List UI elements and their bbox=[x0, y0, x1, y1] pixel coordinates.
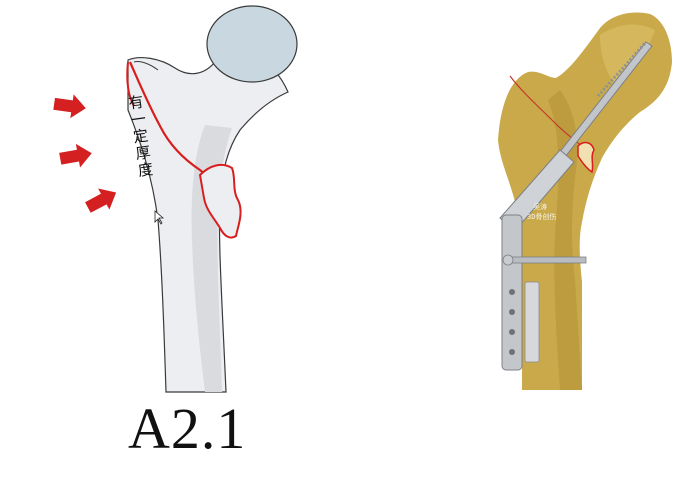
bone-shading bbox=[191, 125, 232, 392]
watermark-line-1: 吴涛 bbox=[533, 203, 547, 211]
specimen-fracture-fragment bbox=[577, 141, 595, 174]
plate-hole bbox=[509, 309, 515, 315]
cortical-screw bbox=[502, 254, 587, 266]
arrow-icon bbox=[59, 143, 92, 168]
specimen-bone bbox=[498, 12, 672, 390]
specimen-highlight bbox=[600, 24, 655, 87]
specimen-shadow bbox=[548, 90, 582, 390]
trochanter-tip bbox=[133, 61, 159, 71]
watermark-line-2: 3D骨创伤 bbox=[527, 213, 557, 221]
plate-strip bbox=[524, 281, 540, 363]
fracture-line-lateral bbox=[126, 61, 135, 107]
fracture-line-lesser bbox=[198, 163, 242, 239]
plate-hole bbox=[509, 289, 515, 295]
specimen-fracture-line bbox=[509, 75, 587, 151]
plate-hole bbox=[509, 349, 515, 355]
femoral-head bbox=[206, 5, 298, 83]
plate-hole bbox=[509, 329, 515, 335]
arrow-icon bbox=[85, 188, 117, 213]
pointer-icon bbox=[154, 210, 165, 225]
figure-caption: A2.1 bbox=[128, 396, 247, 461]
arrow-icon bbox=[53, 94, 86, 119]
